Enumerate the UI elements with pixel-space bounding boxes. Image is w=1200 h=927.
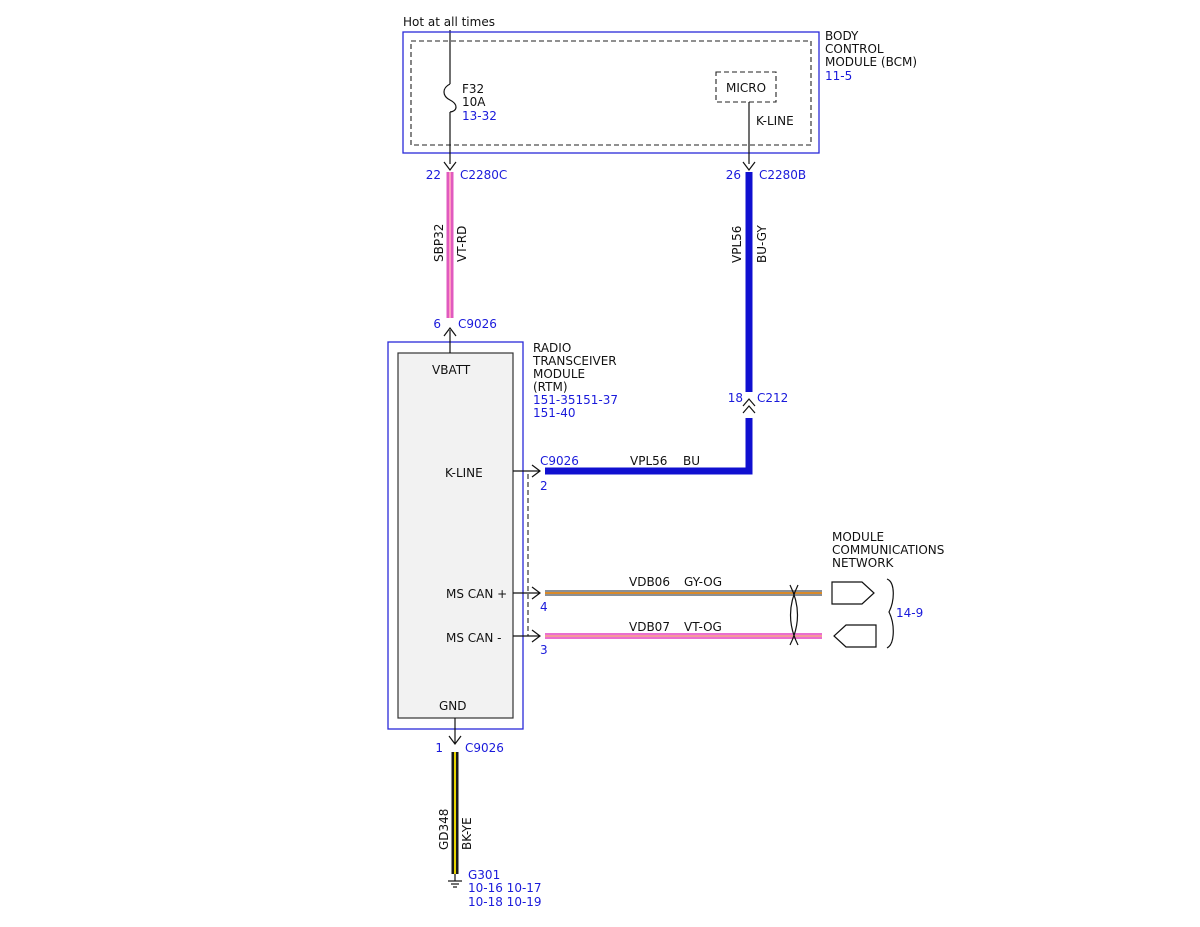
- rtm-pin-3-number: 3: [540, 643, 548, 657]
- twisted-pair-left-icon: [789, 584, 799, 646]
- rtm-name-line-2: TRANSCEIVER: [532, 354, 617, 368]
- micro-label: MICRO: [726, 81, 766, 95]
- power-source-label: Hot at all times: [403, 15, 495, 29]
- bcm-name-line-3: MODULE (BCM): [825, 55, 917, 69]
- rtm-name-line-1: RADIO: [533, 341, 571, 355]
- wire-vdb07-circuit: VDB07: [629, 620, 670, 634]
- bcm-pin-26-arrow-icon: [742, 161, 756, 171]
- bcm-name-line-1: BODY: [825, 29, 859, 43]
- network-name-line-3: NETWORK: [832, 556, 895, 570]
- c212-lower-arrow-icon: [742, 405, 756, 414]
- fuse-symbol: [443, 83, 457, 113]
- ground-ref-1: 10-16 10-17: [468, 881, 542, 895]
- body-control-module: BODY CONTROL MODULE (BCM) 11-5 F32 10A 1…: [402, 29, 917, 164]
- network-ref: 14-9: [896, 606, 923, 620]
- bcm-ref: 11-5: [825, 69, 852, 83]
- radio-transceiver-module: RADIO TRANSCEIVER MODULE (RTM) 151-35151…: [387, 341, 618, 730]
- wire-vpl56-horizontal: [545, 418, 753, 475]
- wire-vdb07-color: VT-OG: [684, 620, 722, 634]
- rtm-mscan-plus-label: MS CAN +: [446, 587, 507, 601]
- network-name-line-1: MODULE: [832, 530, 884, 544]
- network-brace-icon: [886, 578, 894, 649]
- twisted-pair-right-icon: [789, 584, 799, 646]
- wire-vpl56-vertical-color: BU-GY: [755, 225, 769, 263]
- bcm-pin-26-number: 26: [726, 168, 741, 182]
- bcm-pin-22-connector: C2280C: [460, 168, 507, 182]
- rtm-pin-4-arrow-icon: [531, 586, 541, 600]
- rtm-name-line-3: MODULE: [533, 367, 585, 381]
- wire-vpl56-horizontal-color: BU: [683, 454, 700, 468]
- rtm-pin-1-arrow-icon: [448, 735, 462, 745]
- wire-vpl56-vertical-circuit: VPL56: [730, 226, 744, 263]
- rtm-inner-box: [397, 352, 514, 719]
- rtm-gnd-label: GND: [439, 699, 467, 713]
- rtm-pin-2-number: 2: [540, 479, 548, 493]
- fuse-ref: 13-32: [462, 109, 497, 123]
- rtm-name-line-4: (RTM): [533, 380, 568, 394]
- c212-pin-number: 18: [728, 391, 743, 405]
- rtm-vbatt-label: VBATT: [432, 363, 471, 377]
- ground-ref-2: 10-18 10-19: [468, 895, 542, 909]
- c212-connector: C212: [757, 391, 788, 405]
- bcm-name-line-2: CONTROL: [825, 42, 884, 56]
- rtm-pin-1-connector: C9026: [465, 741, 504, 755]
- rtm-mscan-minus-label: MS CAN -: [446, 631, 502, 645]
- c212-upper-arrow-icon: [742, 398, 756, 407]
- fuse-rating: 10A: [462, 95, 486, 109]
- rtm-pin-6-connector: C9026: [458, 317, 497, 331]
- rtm-pin-1-number: 1: [435, 741, 443, 755]
- micro-box: [715, 71, 777, 103]
- bcm-kline-label: K-LINE: [756, 114, 794, 128]
- rtm-pin-6-number: 6: [433, 317, 441, 331]
- rtm-ref-1: 151-35151-37: [533, 393, 618, 407]
- wire-sbp32-circuit: SBP32: [432, 224, 446, 262]
- bcm-pin-22-number: 22: [426, 168, 441, 182]
- wire-vdb06-color: GY-OG: [684, 575, 722, 589]
- network-incoming-arrow-icon: [833, 624, 877, 648]
- rtm-kline-label: K-LINE: [445, 466, 483, 480]
- bcm-pin-22-arrow-icon: [443, 161, 457, 171]
- wire-gd348-color: BK-YE: [460, 817, 474, 850]
- ground-name: G301: [468, 868, 500, 882]
- network-name-line-2: COMMUNICATIONS: [832, 543, 944, 557]
- bcm-outline: [402, 31, 820, 154]
- rtm-pin-6-arrow-icon: [443, 327, 457, 337]
- rtm-pin-3-arrow-icon: [531, 629, 541, 643]
- wire-sbp32-color: VT-RD: [455, 226, 469, 262]
- network-outgoing-arrow-icon: [831, 581, 875, 605]
- rtm-ref-2: 151-40: [533, 406, 576, 420]
- rtm-pin-4-number: 4: [540, 600, 548, 614]
- rtm-pin-2-connector: C9026: [540, 454, 579, 468]
- bcm-inner-outline: [410, 40, 812, 146]
- rtm-pin-2-arrow-icon: [531, 464, 541, 478]
- wire-gd348-circuit: GD348: [437, 809, 451, 850]
- wire-vpl56-horizontal-circuit: VPL56: [630, 454, 667, 468]
- bcm-pin-26-connector: C2280B: [759, 168, 806, 182]
- wire-vdb06-circuit: VDB06: [629, 575, 670, 589]
- fuse-name: F32: [462, 82, 484, 96]
